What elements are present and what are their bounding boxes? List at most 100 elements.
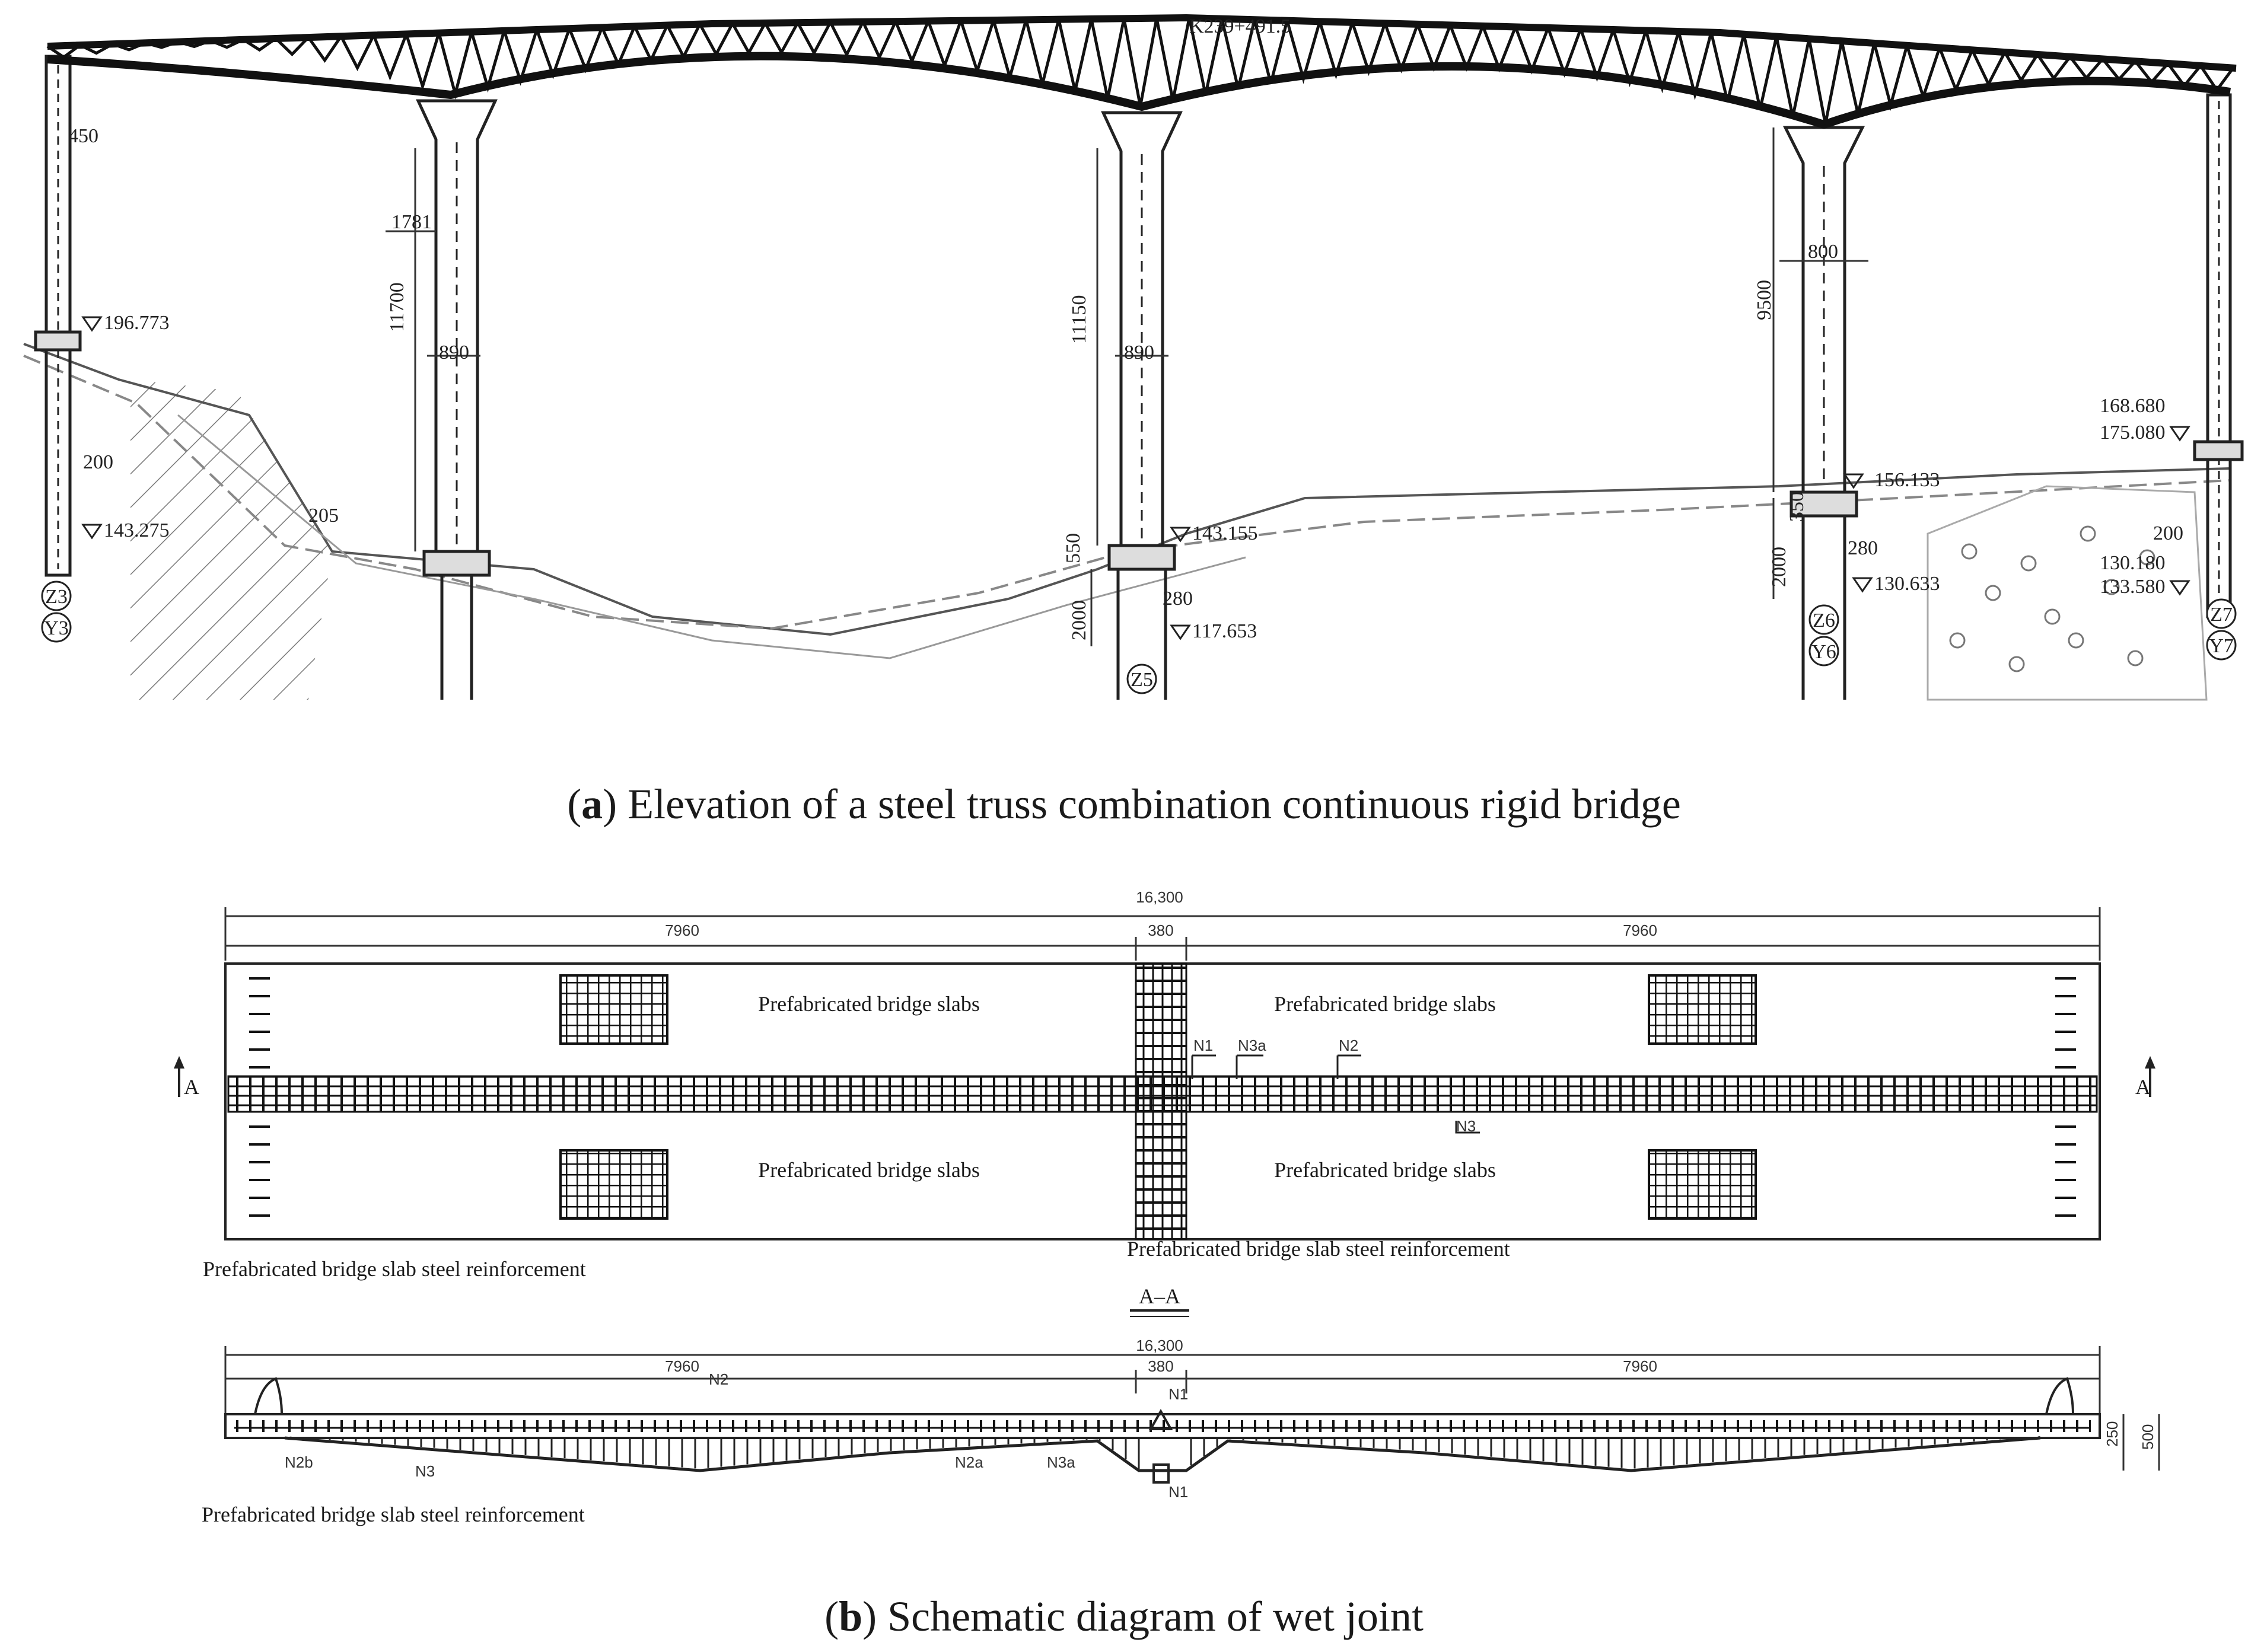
pier-tag-y7: Y7 bbox=[2209, 635, 2234, 657]
pier-tag-z6: Z6 bbox=[1813, 610, 1835, 632]
elevation-marks: 196.773 143.275 143.155 117.653 156.133 … bbox=[81, 312, 2190, 642]
plan-right-width: 7960 bbox=[1623, 921, 1657, 939]
slab-label-tl: Prefabricated bridge slabs bbox=[758, 992, 980, 1016]
elev-130a: 130.633 bbox=[1874, 573, 1940, 595]
plan-reinf-label-left: Prefabricated bridge slab steel reinforc… bbox=[203, 1257, 586, 1281]
steel-truss bbox=[46, 14, 2237, 129]
plan-bar-n3a: N3a bbox=[1238, 1037, 1266, 1054]
elev-196: 196.773 bbox=[104, 312, 170, 334]
depth-500: 500 bbox=[2139, 1424, 2157, 1450]
section-marks bbox=[173, 1055, 2156, 1097]
dim-890-left: 890 bbox=[439, 342, 469, 363]
section-dimensions bbox=[224, 1346, 2160, 1471]
section-top-rebar bbox=[234, 1420, 2091, 1432]
dim-1781: 1781 bbox=[391, 211, 432, 233]
slab-label-br: Prefabricated bridge slabs bbox=[1274, 1158, 1496, 1182]
dim-280-mid: 280 bbox=[1163, 588, 1193, 610]
pier-tag-z3: Z3 bbox=[45, 586, 68, 608]
pier-tag-z7: Z7 bbox=[2210, 604, 2233, 626]
slab-label-bl: Prefabricated bridge slabs bbox=[758, 1158, 980, 1182]
depth-250: 250 bbox=[2103, 1421, 2121, 1447]
elev-133: 133.580 bbox=[2100, 576, 2166, 598]
edge-bars bbox=[249, 977, 2076, 1217]
elev-175: 175.080 bbox=[2100, 422, 2166, 444]
dim-2000-mid: 2000 bbox=[1068, 600, 1090, 640]
dim-2000-right: 2000 bbox=[1768, 547, 1790, 587]
elevation-labels: K239+491.5 450 1781 11700 890 11150 890 … bbox=[41, 15, 2237, 694]
pier-z5 bbox=[1101, 111, 1183, 700]
section-reinf-label: Prefabricated bridge slab steel reinforc… bbox=[202, 1503, 585, 1526]
section-n2: N2 bbox=[709, 1370, 728, 1388]
plan-bar-n2: N2 bbox=[1339, 1037, 1358, 1054]
pier-tag-z5: Z5 bbox=[1131, 669, 1153, 691]
pier-z4 bbox=[416, 99, 498, 700]
station-label: K239+491.5 bbox=[1189, 15, 1291, 37]
section-mark-right: A bbox=[2135, 1075, 2151, 1099]
section-total-width: 16,300 bbox=[1136, 1337, 1183, 1354]
elev-117: 117.653 bbox=[1192, 620, 1257, 642]
section-right-width: 7960 bbox=[1623, 1357, 1657, 1375]
plan-left-width: 7960 bbox=[665, 921, 699, 939]
mesh-block-bl bbox=[559, 1149, 668, 1220]
bridge-elevation bbox=[23, 14, 2244, 701]
section-rib-bottom bbox=[284, 1436, 2041, 1472]
caption-a-text: Elevation of a steel truss combination c… bbox=[617, 780, 1681, 828]
section-joint-width: 380 bbox=[1148, 1357, 1173, 1375]
pier-tag-y3: Y3 bbox=[44, 617, 69, 639]
rebar-leaders bbox=[1191, 1054, 1480, 1134]
pier-tags: Z3 Y3 Z5 Z6 Y6 Z7 Y7 bbox=[41, 581, 2237, 694]
dim-9500: 9500 bbox=[1753, 280, 1775, 320]
section-stirrups bbox=[289, 1436, 2040, 1469]
section-left-width: 7960 bbox=[665, 1357, 699, 1375]
caption-b: (b) Schematic diagram of wet joint bbox=[824, 1593, 1424, 1640]
end-hook-left bbox=[254, 1377, 283, 1415]
section-n1-top: N1 bbox=[1168, 1385, 1188, 1403]
section-n3a: N3a bbox=[1047, 1453, 1075, 1471]
dim-450: 450 bbox=[68, 125, 98, 147]
plan-reinf-label-center: Prefabricated bridge slab steel reinforc… bbox=[1127, 1237, 1510, 1261]
elev-130b: 130.180 bbox=[2100, 552, 2166, 574]
wet-joint-plan: 16,300 7960 380 7960 Prefabricated b bbox=[173, 888, 2156, 1281]
section-n2b: N2b bbox=[285, 1453, 313, 1471]
gravel-zone bbox=[1927, 485, 2208, 701]
plan-dimensions bbox=[224, 907, 2101, 961]
dim-200-right: 200 bbox=[2153, 522, 2183, 544]
rock-hatch-left bbox=[130, 379, 332, 700]
section-title: A–A bbox=[1139, 1284, 1180, 1308]
mesh-block-tl bbox=[559, 974, 668, 1045]
caption-a: (a) Elevation of a steel truss combinati… bbox=[567, 780, 1681, 828]
dim-550: 550 bbox=[1062, 533, 1084, 563]
mesh-block-br bbox=[1648, 1149, 1757, 1220]
elev-143b: 143.155 bbox=[1192, 522, 1258, 544]
plan-joint-width: 380 bbox=[1148, 921, 1173, 939]
section-n3: N3 bbox=[415, 1462, 435, 1480]
plan-bar-n3: N3 bbox=[1456, 1117, 1476, 1135]
mesh-block-tr bbox=[1648, 974, 1757, 1045]
caption-a-letter: a bbox=[581, 780, 603, 828]
plan-bar-n1: N1 bbox=[1193, 1037, 1213, 1054]
end-hook-right bbox=[2045, 1377, 2074, 1415]
dim-200-left: 200 bbox=[83, 451, 113, 473]
elev-143: 143.275 bbox=[104, 519, 170, 541]
caption-b-letter: b bbox=[839, 1593, 862, 1640]
section-n2a: N2a bbox=[955, 1453, 983, 1471]
dim-11150: 11150 bbox=[1068, 295, 1090, 344]
section-mark-left: A bbox=[184, 1075, 199, 1099]
elev-156: 156.133 bbox=[1874, 469, 1940, 491]
dim-11700: 11700 bbox=[386, 282, 408, 332]
wet-joint-section: A–A 16,300 7960 380 7960 250 500 N2 N1 N… bbox=[202, 1284, 2160, 1526]
joint-top-detail bbox=[1148, 1408, 1173, 1430]
pier-tag-y6: Y6 bbox=[1811, 641, 1836, 663]
dim-280-right: 280 bbox=[1848, 537, 1878, 559]
dim-350: 350 bbox=[1786, 492, 1808, 522]
caption-b-text: Schematic diagram of wet joint bbox=[877, 1593, 1424, 1640]
joint-bottom-detail bbox=[1152, 1463, 1170, 1484]
ground-profile bbox=[23, 343, 2231, 659]
dimension-lines bbox=[386, 127, 1868, 646]
slab-label-tr: Prefabricated bridge slabs bbox=[1274, 992, 1496, 1016]
transverse-wet-joint bbox=[1135, 962, 1187, 1240]
section-n1-bottom: N1 bbox=[1168, 1483, 1188, 1501]
pier-z7 bbox=[2193, 93, 2244, 618]
dim-205: 205 bbox=[308, 505, 339, 527]
